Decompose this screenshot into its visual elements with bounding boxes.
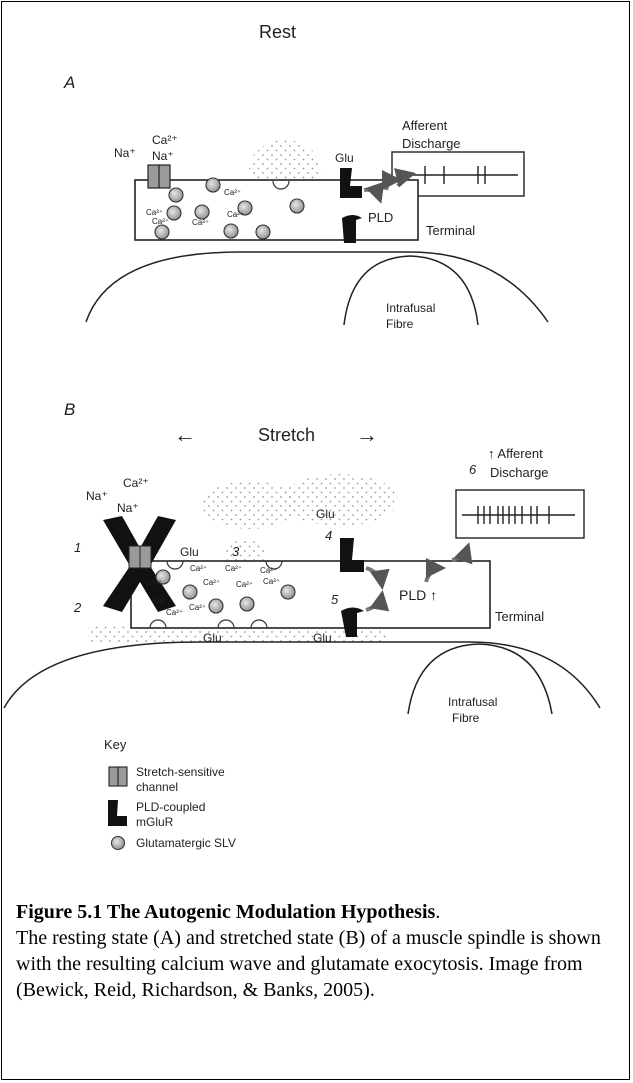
panel-b-ca: Ca²⁺ bbox=[123, 476, 149, 490]
key-mglur-icon bbox=[108, 800, 127, 826]
panel-a-title: Rest bbox=[259, 22, 296, 42]
key-channel-icon bbox=[109, 767, 127, 786]
panel-b-afferent-label: ↑ Afferent bbox=[488, 446, 543, 461]
svg-text:Ca²⁺: Ca²⁺ bbox=[166, 608, 183, 617]
panel-b-glu-bottom-right: Glu bbox=[313, 631, 332, 645]
stretch-arrow-right: → bbox=[356, 422, 378, 447]
panel-b-discharge-box bbox=[456, 490, 584, 538]
panel-b-step4: 4 bbox=[325, 528, 332, 543]
panel-b-step6: 6 bbox=[469, 462, 477, 477]
panel-b-fibre-label: Intrafusal bbox=[448, 695, 497, 709]
figure-diagram: Rest A Afferent Discharge Terminal Na⁺ C… bbox=[0, 0, 633, 860]
panel-b-muscle-outline bbox=[4, 642, 600, 708]
panel-a-ca: Ca²⁺ bbox=[152, 133, 178, 147]
panel-b-step2: 2 bbox=[73, 600, 82, 615]
panel-b-spike-train bbox=[462, 506, 575, 524]
key-item2-label-2: mGluR bbox=[136, 815, 174, 829]
panel-a-fibre-label-2: Fibre bbox=[386, 317, 414, 331]
svg-text:Ca²⁺: Ca²⁺ bbox=[192, 218, 209, 227]
panel-a-na-outer: Na⁺ bbox=[114, 146, 136, 160]
panel-a-pld-label: PLD bbox=[368, 210, 393, 225]
panel-a-terminal-label: Terminal bbox=[426, 223, 475, 238]
panel-b-pld-label: PLD ↑ bbox=[399, 587, 437, 603]
svg-text:Ca²⁺: Ca²⁺ bbox=[190, 564, 207, 573]
caption-text: The resting state (A) and stretched stat… bbox=[16, 927, 601, 1001]
svg-text:Ca²⁺: Ca²⁺ bbox=[145, 578, 162, 587]
svg-text:Ca²⁺: Ca²⁺ bbox=[236, 580, 253, 589]
stretch-arrow-left: ← bbox=[174, 422, 196, 447]
svg-text:Ca²⁺: Ca²⁺ bbox=[224, 188, 241, 197]
panel-a-na-inner: Na⁺ bbox=[152, 149, 174, 163]
panel-b-step3: 3 bbox=[232, 544, 240, 559]
svg-text:Ca²⁺: Ca²⁺ bbox=[203, 578, 220, 587]
caption-title: Figure 5.1 The Autogenic Modulation Hypo… bbox=[16, 901, 435, 923]
panel-b-mglur-top bbox=[340, 538, 364, 572]
key-item2-label: PLD-coupled bbox=[136, 800, 205, 814]
panel-b-step5: 5 bbox=[331, 592, 339, 607]
svg-text:Ca²⁺: Ca²⁺ bbox=[152, 596, 169, 605]
svg-text:Ca²⁺: Ca²⁺ bbox=[227, 210, 244, 219]
key-item3-label: Glutamatergic SLV bbox=[136, 836, 236, 850]
caption-title-end: . bbox=[435, 901, 440, 923]
panel-b-letter: B bbox=[64, 400, 75, 419]
key-vesicle-icon bbox=[112, 837, 125, 850]
panel-a-fibre-label: Intrafusal bbox=[386, 301, 435, 315]
panel-b-step1: 1 bbox=[74, 540, 81, 555]
panel-b-glu-top-label: Glu bbox=[180, 545, 199, 559]
panel-b-fibre-label-2: Fibre bbox=[452, 711, 480, 725]
panel-b-glu-bottom-left: Glu bbox=[203, 631, 222, 645]
panel-a-stretch-channel bbox=[148, 165, 170, 188]
panel-a-discharge-label: Discharge bbox=[402, 136, 461, 151]
stretch-label: Stretch bbox=[258, 425, 315, 445]
panel-a-muscle-outline bbox=[86, 252, 548, 322]
key-title: Key bbox=[104, 737, 127, 752]
svg-text:Ca²⁺: Ca²⁺ bbox=[189, 603, 206, 612]
panel-b-discharge-label: Discharge bbox=[490, 465, 549, 480]
panel-b-na-inner: Na⁺ bbox=[117, 501, 139, 515]
key-item1-label: Stretch-sensitive bbox=[136, 765, 225, 779]
panel-a-afferent-label: Afferent bbox=[402, 118, 448, 133]
panel-a-letter: A bbox=[63, 73, 75, 92]
panel-b-terminal-label: Terminal bbox=[495, 609, 544, 624]
svg-text:Ca²⁺: Ca²⁺ bbox=[146, 208, 163, 217]
panel-b-glu-cloud-label: Glu bbox=[316, 507, 335, 521]
svg-text:Ca²⁺: Ca²⁺ bbox=[225, 564, 242, 573]
svg-text:Ca²⁺: Ca²⁺ bbox=[263, 577, 280, 586]
svg-text:Ca²⁺: Ca²⁺ bbox=[260, 566, 277, 575]
svg-text:Ca²⁺: Ca²⁺ bbox=[152, 217, 169, 226]
panel-b-na-outer: Na⁺ bbox=[86, 489, 108, 503]
figure-caption: Figure 5.1 The Autogenic Modulation Hypo… bbox=[16, 899, 616, 1003]
panel-a-glu-label: Glu bbox=[335, 151, 354, 165]
key-item1-label-2: channel bbox=[136, 780, 178, 794]
